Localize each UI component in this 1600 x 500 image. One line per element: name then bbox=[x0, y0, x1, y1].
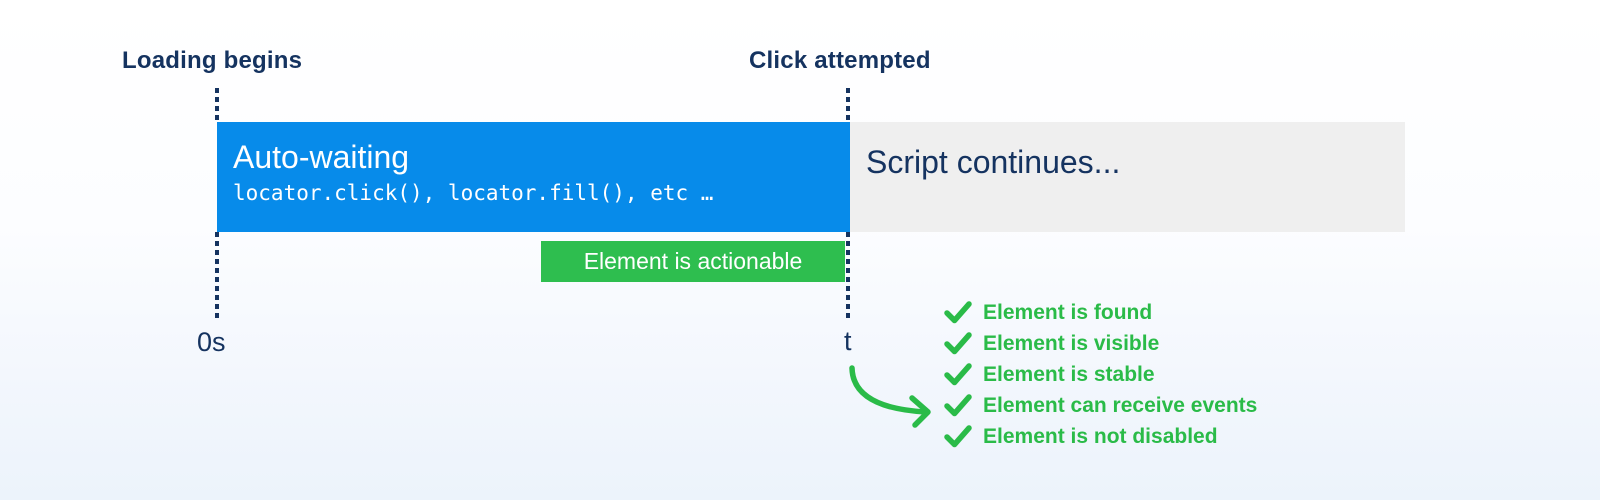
curved-arrow-icon bbox=[849, 365, 931, 428]
check-icon bbox=[944, 363, 974, 387]
checklist-item: Element is visible bbox=[944, 328, 1257, 359]
element-actionable-badge-label: Element is actionable bbox=[583, 248, 803, 274]
check-icon bbox=[944, 301, 974, 325]
checklist-item-label: Element can receive events bbox=[983, 393, 1258, 417]
script-continues-label: Script continues... bbox=[866, 144, 1121, 180]
click-attempted-label: Click attempted bbox=[749, 47, 931, 74]
click-marker-line-top bbox=[846, 88, 850, 122]
loading-marker-line-top bbox=[215, 88, 219, 122]
check-icon bbox=[944, 394, 974, 418]
element-actionable-badge: Element is actionable bbox=[541, 241, 845, 282]
auto-waiting-title: Auto-waiting bbox=[233, 139, 410, 175]
loading-begins-label: Loading begins bbox=[122, 47, 303, 74]
auto-waiting-code: locator.click(), locator.fill(), etc … bbox=[233, 180, 714, 205]
script-continues-bar: Script continues... bbox=[850, 122, 1405, 232]
click-marker-line-bottom bbox=[846, 232, 850, 318]
checklist-item: Element can receive events bbox=[944, 390, 1257, 421]
checklist-item-label: Element is visible bbox=[983, 331, 1160, 355]
checklist-item: Element is stable bbox=[944, 359, 1257, 390]
checklist-item: Element is not disabled bbox=[944, 421, 1257, 452]
loading-marker-line-bottom bbox=[215, 232, 219, 320]
tick-0s: 0s bbox=[197, 327, 226, 357]
tick-t: t bbox=[844, 326, 852, 356]
checklist-item-label: Element is found bbox=[983, 300, 1153, 324]
check-icon bbox=[944, 332, 974, 356]
checklist-item-label: Element is stable bbox=[983, 362, 1155, 386]
check-icon bbox=[944, 425, 974, 449]
auto-waiting-bar: Auto-waiting locator.click(), locator.fi… bbox=[217, 122, 850, 232]
checklist-item-label: Element is not disabled bbox=[983, 424, 1218, 448]
checklist-item: Element is found bbox=[944, 297, 1257, 328]
actionability-checklist: Element is found Element is visible Elem… bbox=[944, 297, 1257, 452]
